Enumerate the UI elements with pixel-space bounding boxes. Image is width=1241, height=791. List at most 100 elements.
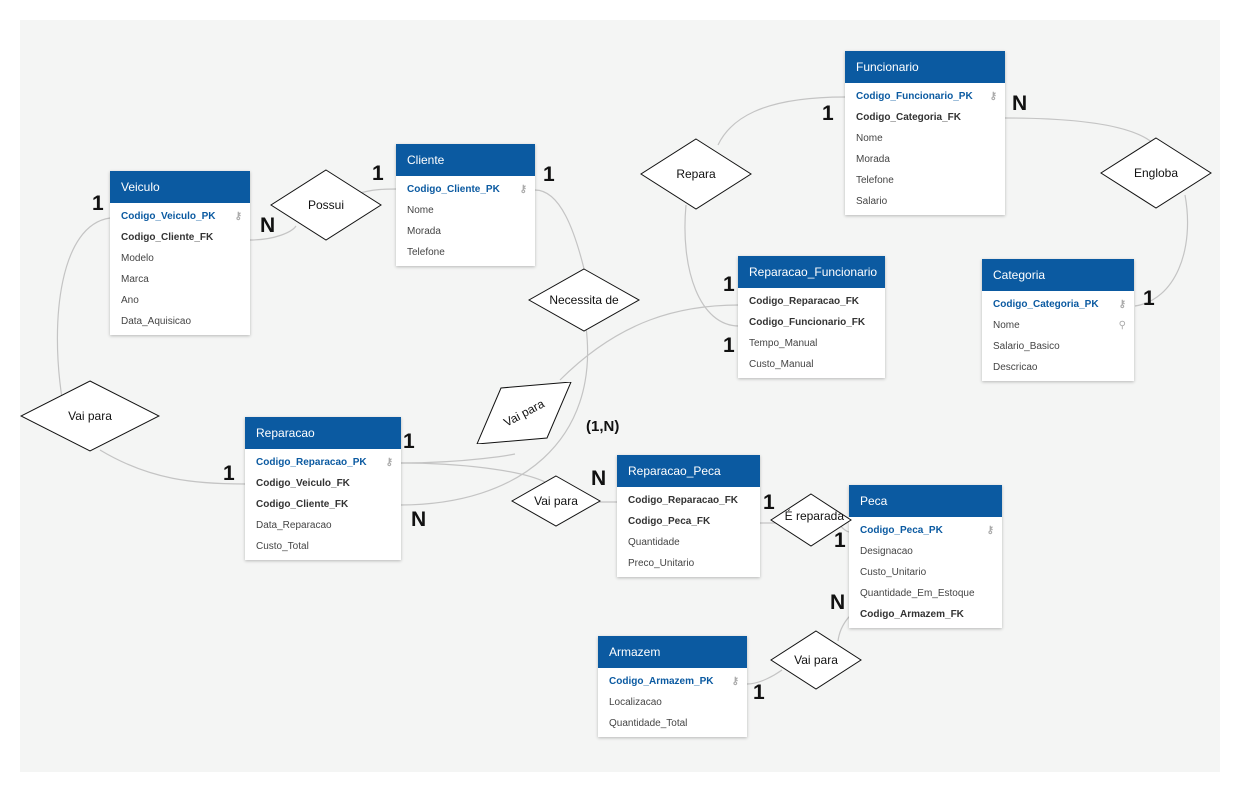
key-icon: ⚷ — [731, 676, 739, 687]
attr-codigo-veiculo-pk: Codigo_Veiculo_PK⚷ — [110, 206, 250, 227]
attr-descricao: Descricao — [993, 362, 1038, 373]
entity-peca-title: Peca — [849, 485, 1002, 517]
cardinality-categoria-one: 1 — [1143, 287, 1155, 310]
key-icon: ⚷ — [385, 457, 393, 468]
attr-data-aquisicao: Data_Aquisicao — [121, 316, 192, 327]
connector-vaipara-reparacao — [99, 449, 246, 485]
key-icon: ⚷ — [1118, 299, 1126, 310]
entity-armazem-title: Armazem — [598, 636, 747, 668]
entity-cliente[interactable]: Cliente Codigo_Cliente_PK⚷ Nome Morada T… — [396, 144, 535, 266]
entity-funcionario-title: Funcionario — [845, 51, 1005, 83]
key-icon: ⚷ — [989, 91, 997, 102]
connector-armazem-vaipara — [746, 669, 783, 685]
relationship-e-reparada[interactable]: É reparada — [770, 493, 852, 547]
cardinality-reppeca-n: N — [591, 467, 607, 490]
connector-engloba-categoria — [1134, 194, 1189, 307]
relationship-possui[interactable]: Possui — [270, 169, 382, 241]
cardinality-reppeca-one: 1 — [763, 491, 775, 514]
connector-funcionario-repara — [717, 96, 846, 146]
relationship-vai-para-peca[interactable]: Vai para — [511, 475, 601, 527]
entity-reparacao-peca[interactable]: Reparacao_Peca Codigo_Reparacao_FK Codig… — [617, 455, 760, 577]
cardinality-repfunc-top: 1 — [723, 273, 735, 296]
key-icon: ⚷ — [519, 184, 527, 195]
attr-codigo-reparacao-fk: Codigo_Reparacao_FK — [749, 296, 860, 307]
entity-reparacao-funcionario-title: Reparacao_Funcionario — [738, 256, 885, 288]
attr-nome: Nome⚲ — [982, 315, 1134, 336]
relationship-necessita-de-label: Necessita de — [549, 293, 619, 307]
connector-vaipara2-repfunc — [559, 304, 740, 381]
attr-salario-basico: Salario_Basico — [993, 341, 1060, 352]
relationship-vai-para-veiculo[interactable]: Vai para — [20, 380, 160, 452]
relationship-e-reparada-label: É reparada — [784, 509, 844, 523]
relationship-vai-para-veiculo-label: Vai para — [68, 409, 112, 423]
key-icon: ⚷ — [234, 211, 242, 222]
connector-reparacao-vaipara3 — [399, 462, 546, 483]
cardinality-peca-one: 1 — [834, 529, 846, 552]
connector-cliente-necessita — [534, 189, 587, 278]
attr-custo-manual: Custo_Manual — [749, 359, 814, 370]
cardinality-cliente-left: 1 — [372, 162, 384, 185]
attr-custo-total: Custo_Total — [256, 541, 309, 552]
relationship-engloba-label: Engloba — [1133, 166, 1179, 180]
attr-codigo-categoria-fk: Codigo_Categoria_FK — [856, 112, 962, 123]
attr-quantidade-total: Quantidade_Total — [609, 718, 688, 729]
attr-telefone: Telefone — [856, 175, 894, 186]
cardinality-funcionario-one: 1 — [822, 102, 834, 125]
attr-codigo-cliente-fk: Codigo_Cliente_FK — [121, 232, 214, 243]
attr-morada: Morada — [856, 154, 890, 165]
relationship-necessita-de[interactable]: Necessita de — [528, 268, 640, 332]
relationship-repara-label: Repara — [676, 167, 716, 181]
relationship-vai-para-funcionario[interactable]: Vai para — [476, 382, 572, 444]
search-key-icon: ⚲ — [1118, 320, 1126, 331]
entity-categoria[interactable]: Categoria Codigo_Categoria_PK⚷ Nome⚲ Sal… — [982, 259, 1134, 381]
connector-funcionario-engloba — [1004, 117, 1156, 146]
cardinality-peca-many: N — [830, 591, 846, 614]
relationship-possui-label: Possui — [307, 198, 345, 212]
attr-telefone: Telefone — [407, 247, 445, 258]
attr-preco-unitario: Preco_Unitario — [628, 558, 695, 569]
connector-repara-repfunc — [684, 204, 740, 327]
attr-data-reparacao: Data_Reparacao — [256, 520, 332, 531]
entity-veiculo-title: Veiculo — [110, 171, 250, 203]
relationship-repara[interactable]: Repara — [640, 138, 752, 210]
cardinality-cliente-right: 1 — [543, 163, 555, 186]
connector-necessita-reparacao — [399, 326, 589, 506]
entity-peca[interactable]: Peca Codigo_Peca_PK⚷ Designacao Custo_Un… — [849, 485, 1002, 628]
attr-codigo-peca-pk: Codigo_Peca_PK⚷ — [849, 520, 1002, 541]
entity-funcionario[interactable]: Funcionario Codigo_Funcionario_PK⚷ Codig… — [845, 51, 1005, 215]
cardinality-veiculo-many: N — [260, 214, 276, 237]
entity-armazem[interactable]: Armazem Codigo_Armazem_PK⚷ Localizacao Q… — [598, 636, 747, 737]
connector-veiculo-possui — [249, 225, 297, 241]
attr-modelo: Modelo — [121, 253, 154, 264]
entity-reparacao-title: Reparacao — [245, 417, 401, 449]
cardinality-funcionario-many: N — [1012, 92, 1028, 115]
cardinality-veiculo-one: 1 — [92, 192, 104, 215]
attr-codigo-reparacao-fk: Codigo_Reparacao_FK — [628, 495, 739, 506]
attr-quantidade-em-estoque: Quantidade_Em_Estoque — [860, 588, 975, 599]
relationship-vai-para-armazem[interactable]: Vai para — [770, 630, 862, 690]
entity-cliente-title: Cliente — [396, 144, 535, 176]
entity-veiculo[interactable]: Veiculo Codigo_Veiculo_PK⚷ Codigo_Client… — [110, 171, 250, 335]
relationship-vai-para-peca-label: Vai para — [534, 494, 578, 508]
attr-nome: Nome — [856, 133, 883, 144]
attr-nome: Nome — [407, 205, 434, 216]
connector-veiculo-vaipara — [56, 217, 111, 399]
entity-reparacao-funcionario[interactable]: Reparacao_Funcionario Codigo_Reparacao_F… — [738, 256, 885, 378]
attr-salario: Salario — [856, 196, 888, 207]
attr-tempo-manual: Tempo_Manual — [749, 338, 818, 349]
entity-reparacao[interactable]: Reparacao Codigo_Reparacao_PK⚷ Codigo_Ve… — [245, 417, 401, 560]
attr-codigo-cliente-pk: Codigo_Cliente_PK⚷ — [396, 179, 535, 200]
attr-codigo-reparacao-pk: Codigo_Reparacao_PK⚷ — [245, 452, 401, 473]
attr-codigo-funcionario-fk: Codigo_Funcionario_FK — [749, 317, 866, 328]
attr-designacao: Designacao — [860, 546, 913, 557]
attr-codigo-peca-fk: Codigo_Peca_FK — [628, 516, 711, 527]
attr-codigo-armazem-fk: Codigo_Armazem_FK — [860, 609, 964, 620]
cardinality-one-to-n: (1,N) — [586, 418, 620, 435]
attr-quantidade: Quantidade — [628, 537, 680, 548]
cardinality-repfunc-bottom: 1 — [723, 334, 735, 357]
cardinality-armazem-one: 1 — [753, 681, 765, 704]
attr-localizacao: Localizacao — [609, 697, 662, 708]
relationship-vai-para-armazem-label: Vai para — [794, 653, 838, 667]
attr-ano: Ano — [121, 295, 139, 306]
relationship-engloba[interactable]: Engloba — [1100, 137, 1212, 209]
